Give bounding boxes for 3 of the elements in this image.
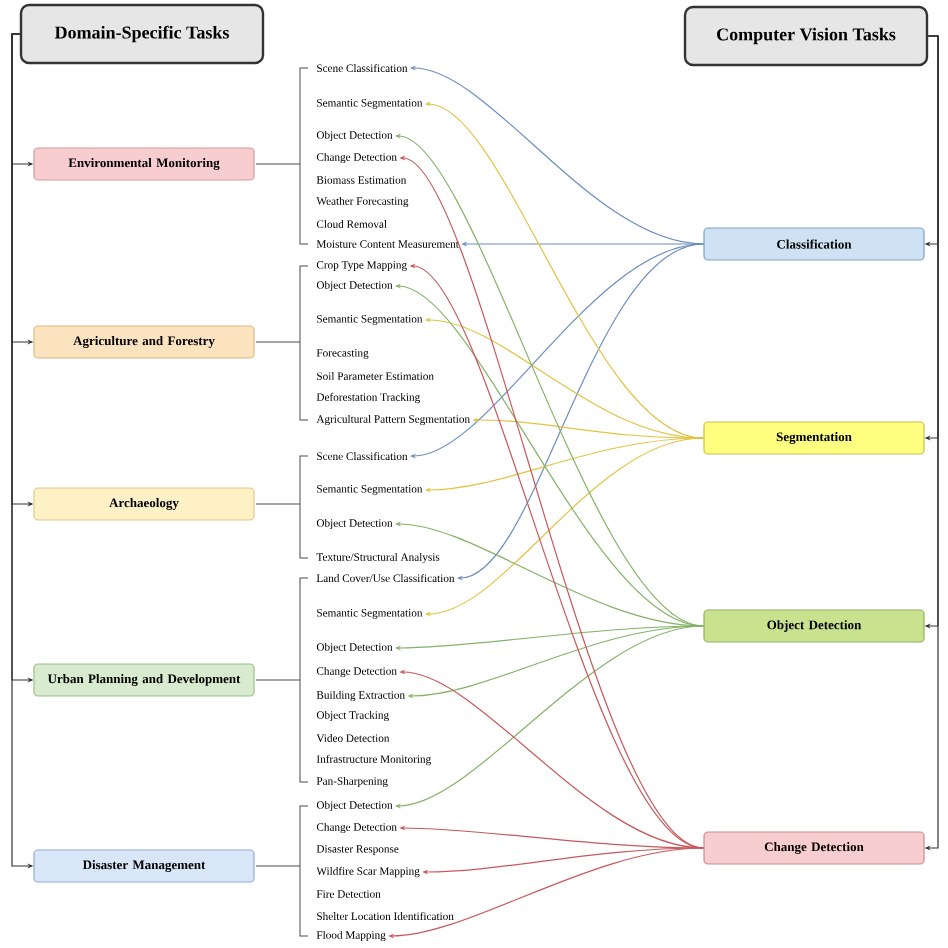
header-box: Domain-Specific Tasks bbox=[19, 3, 265, 65]
connector bbox=[395, 625, 704, 809]
header-box: Computer Vision Tasks bbox=[683, 5, 929, 67]
